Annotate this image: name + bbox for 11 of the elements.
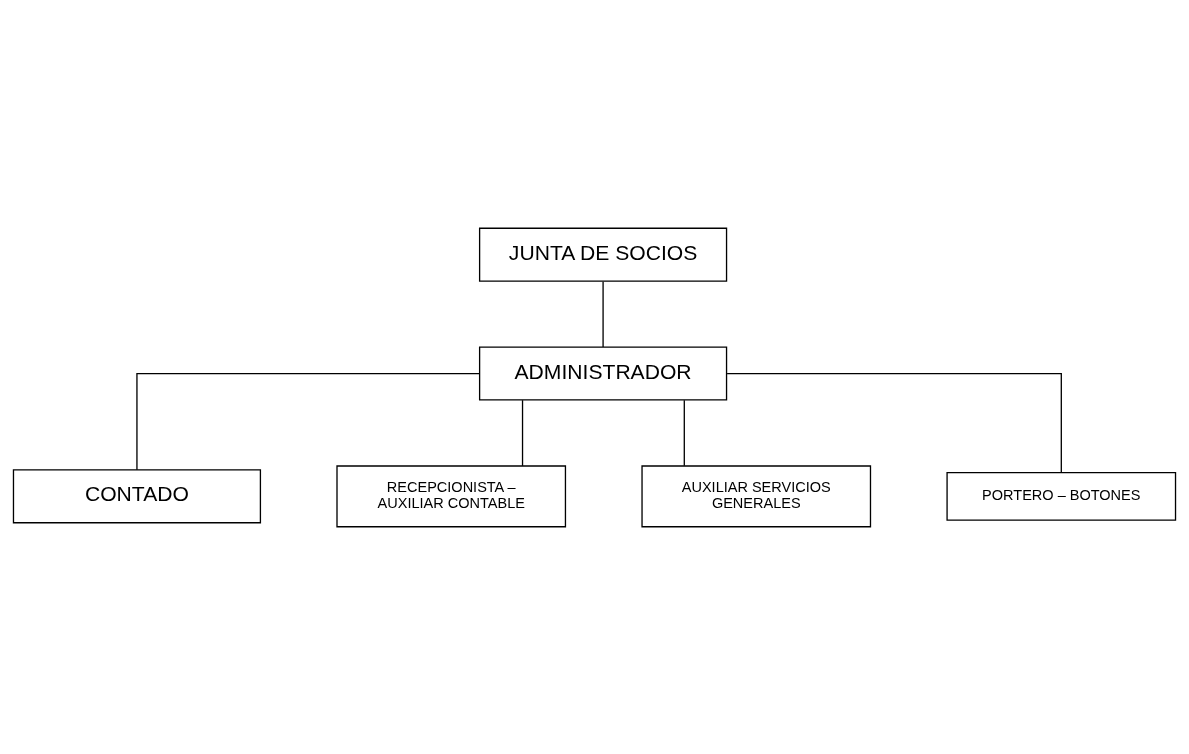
connector [726, 372, 1062, 473]
node-box: ADMINISTRADOR [478, 345, 728, 401]
connector [136, 372, 481, 470]
connector [521, 399, 524, 467]
node-box: JUNTA DE SOCIOS [478, 227, 728, 282]
node-box: PORTERO – BOTONES [946, 471, 1177, 521]
node-box: AUXILIAR SERVICIOS GENERALES [641, 464, 872, 527]
node-box: CONTADO [12, 468, 262, 523]
connector [683, 399, 685, 467]
node-box: RECEPCIONISTA – AUXILIAR CONTABLE [336, 464, 567, 527]
connector [602, 280, 604, 348]
